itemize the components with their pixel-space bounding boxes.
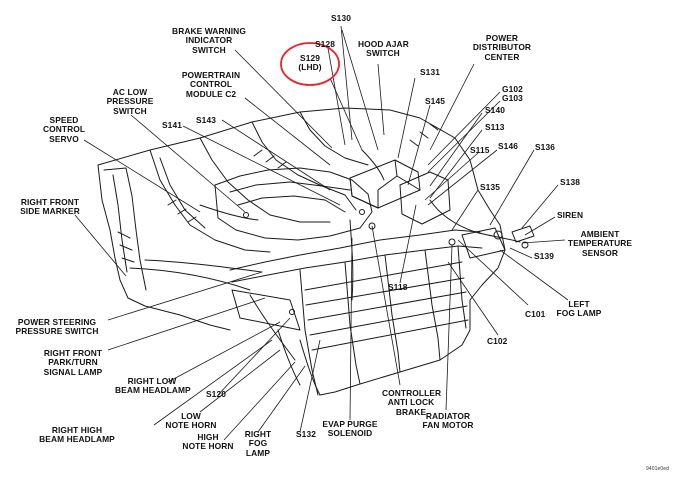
label-s130: S130 xyxy=(331,13,351,23)
label-c102: C102 xyxy=(487,336,508,346)
label-g103: G103 xyxy=(502,93,523,103)
label-s146: S146 xyxy=(498,141,518,151)
label-right-fog-lamp: RIGHT FOG LAMP xyxy=(244,429,272,458)
label-ac-low-pressure-switch: AC LOW PRESSURE SWITCH xyxy=(106,87,154,116)
label-high-note-horn: HIGH NOTE HORN xyxy=(182,432,234,452)
label-s145: S145 xyxy=(425,96,445,106)
label-brake-warning-indicator-switch: BRAKE WARNING INDICATOR SWITCH xyxy=(172,26,246,55)
label-ambient-temperature-sensor: AMBIENT TEMPERATURE SENSOR xyxy=(567,229,633,258)
label-s143: S143 xyxy=(196,115,216,125)
label-s131: S131 xyxy=(420,67,440,77)
label-hood-ajar-switch: HOOD AJAR SWITCH xyxy=(358,39,409,59)
label-right-low-beam-headlamp: RIGHT LOW BEAM HEADLAMP xyxy=(115,376,191,396)
label-s140: S140 xyxy=(485,105,505,115)
label-left-fog-lamp: LEFT FOG LAMP xyxy=(556,299,602,319)
label-s138: S138 xyxy=(560,177,580,187)
figure-code: 9401e0ed xyxy=(646,466,670,472)
label-s115: S115 xyxy=(470,145,490,155)
label-s120: S120 xyxy=(206,389,226,399)
label-right-front-park-turn-signal-lamp: RIGHT FRONT PARK/TURN SIGNAL LAMP xyxy=(43,348,103,377)
label-s113: S113 xyxy=(485,122,505,132)
label-controller-anti-lock-brake: CONTROLLER ANTI LOCK BRAKE xyxy=(382,388,442,417)
label-siren: SIREN xyxy=(557,210,584,220)
label-c101: C101 xyxy=(525,309,546,319)
label-s141: S141 xyxy=(162,120,182,130)
label-low-note-horn: LOW NOTE HORN xyxy=(165,411,217,431)
label-g102: G102 xyxy=(502,84,523,94)
label-right-front-side-marker: RIGHT FRONT SIDE MARKER xyxy=(20,197,80,217)
label-s128: S128 xyxy=(315,39,335,49)
label-radiator-fan-motor: RADIATOR FAN MOTOR xyxy=(422,411,474,431)
label-evap-purge-solenoid: EVAP PURGE SOLENOID xyxy=(322,419,378,439)
label-power-steering-pressure-switch: POWER STEERING PRESSURE SWITCH xyxy=(15,317,99,337)
label-s136: S136 xyxy=(535,142,555,152)
label-right-high-beam-headlamp: RIGHT HIGH BEAM HEADLAMP xyxy=(39,425,115,445)
label-s139: S139 xyxy=(534,251,554,261)
highlight-circle xyxy=(280,42,340,86)
label-s132: S132 xyxy=(296,429,316,439)
label-s135: S135 xyxy=(480,182,500,192)
label-power-distributor-center: POWER DISTRIBUTOR CENTER xyxy=(472,33,532,62)
label-s129-lhd: S129 (LHD) xyxy=(298,53,322,73)
label-speed-control-servo: SPEED CONTROL SERVO xyxy=(42,115,86,144)
label-powertrain-control-module-c2: POWERTRAIN CONTROL MODULE C2 xyxy=(181,70,241,99)
label-s118: S118 xyxy=(388,282,408,292)
